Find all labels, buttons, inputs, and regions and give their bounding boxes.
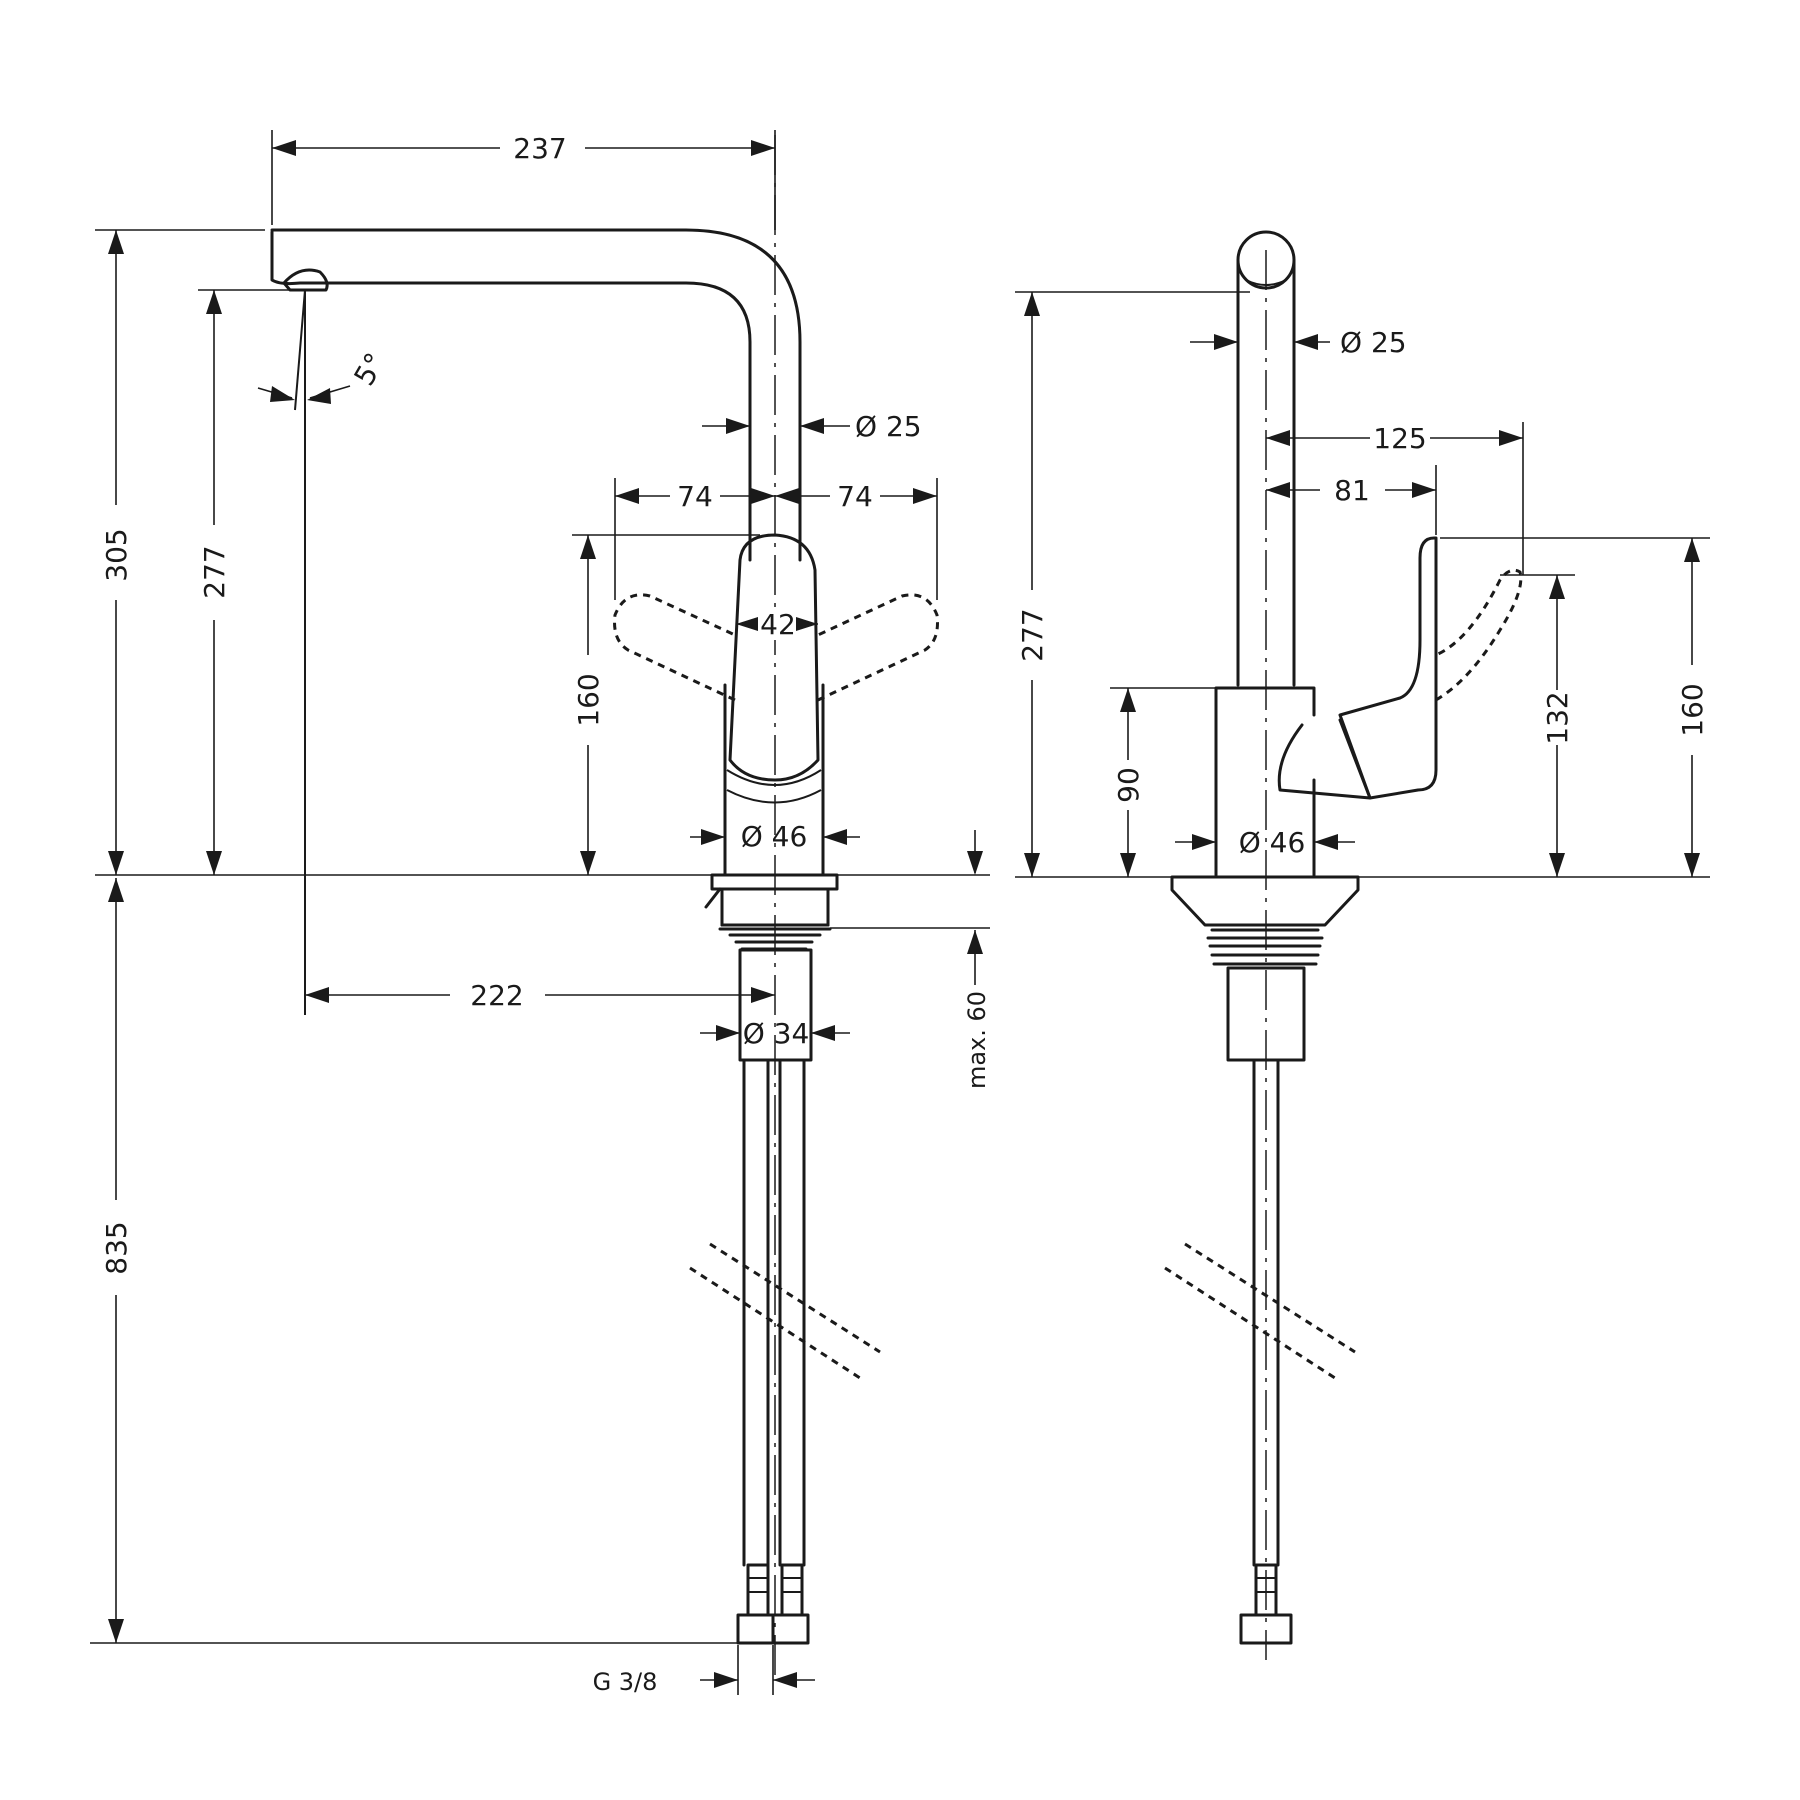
dim-spray-angle: 5°	[348, 347, 392, 391]
front-mixer-body	[1214, 686, 1316, 877]
dim-handle-width: 42	[760, 608, 796, 641]
dim-hose-length: 835	[100, 1221, 133, 1274]
side-view-dimensions: 237 305 277 5° Ø 25	[90, 130, 991, 1696]
dim-connection-thread: G 3/8	[593, 1668, 658, 1696]
handle-outline	[728, 533, 820, 782]
dim-front-body-height: 90	[1112, 767, 1145, 803]
dim-front-handle-reach-closed: 81	[1334, 474, 1370, 507]
dim-spout-diameter: Ø 25	[855, 410, 922, 443]
dim-handle-swing-left: 74	[677, 480, 713, 513]
aerator	[282, 268, 329, 292]
dim-deck-thickness: max. 60	[963, 991, 991, 1089]
dim-handle-height: 160	[572, 673, 605, 726]
handle-swing-left	[613, 593, 736, 702]
front-handle	[1277, 718, 1372, 800]
spout-outline	[270, 228, 802, 562]
dim-front-spout-diameter: Ø 25	[1340, 326, 1407, 359]
dim-outlet-offset: 222	[470, 979, 523, 1012]
front-base-plate	[1170, 875, 1360, 927]
spout-inner-outline	[270, 230, 752, 562]
front-view-dimensions: 277 Ø 25 125 81 90 132	[1015, 291, 1710, 878]
dim-front-handle-height-open: 132	[1541, 691, 1574, 744]
dim-spout-height: 277	[198, 545, 231, 598]
dim-handle-swing-right: 74	[837, 480, 873, 513]
dim-shank-diameter: Ø 34	[743, 1017, 810, 1050]
dim-total-height: 305	[100, 528, 133, 581]
front-handle-open	[1435, 568, 1523, 702]
dim-front-handle-height: 160	[1676, 683, 1709, 736]
front-view	[1164, 230, 1523, 1660]
dim-spout-reach: 237	[513, 132, 566, 165]
dim-body-diameter: Ø 46	[741, 820, 808, 853]
dim-front-body-diameter: Ø 46	[1239, 826, 1306, 859]
handle-swing-right	[817, 593, 939, 702]
dim-front-spout-height: 277	[1016, 608, 1049, 661]
side-view	[270, 135, 939, 1680]
dim-front-handle-reach-open: 125	[1373, 422, 1426, 455]
